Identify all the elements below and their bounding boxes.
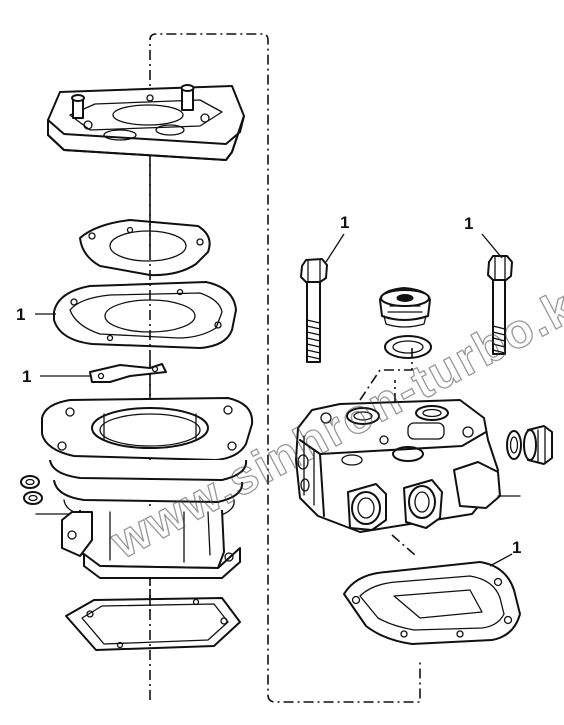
- head-gasket: [343, 561, 521, 645]
- callout-head-gasket: 1: [512, 538, 521, 557]
- callout-reed-valve: 1: [22, 367, 31, 386]
- callout-head-bolt-left: 1: [340, 213, 349, 232]
- gasket-plate: [53, 281, 237, 349]
- reed-valve: [89, 363, 167, 383]
- lower-gasket: [65, 597, 241, 651]
- callout-head-bolt-right: 1: [464, 214, 473, 233]
- callout-gasket-plate: 1: [16, 305, 25, 324]
- leader-head-bolt-right: [481, 233, 503, 259]
- head-bolt-right: [487, 255, 513, 355]
- side-fitting: [506, 425, 553, 465]
- cylinder-head: [295, 399, 521, 533]
- upper-gasket: [79, 219, 211, 277]
- locating-pin-left: [71, 94, 85, 119]
- nut-stack: [20, 475, 71, 515]
- threaded-plug: [379, 287, 431, 328]
- plug-washer: [384, 335, 432, 359]
- locating-pin-right: [180, 84, 195, 111]
- assembly-centerline: [149, 33, 421, 703]
- head-bolt-left: [300, 258, 328, 363]
- cylinder-block: [41, 397, 254, 579]
- leader-head-gasket: [489, 553, 513, 567]
- valve-plate: [47, 85, 245, 161]
- leader-head-bolt-left: [325, 233, 345, 263]
